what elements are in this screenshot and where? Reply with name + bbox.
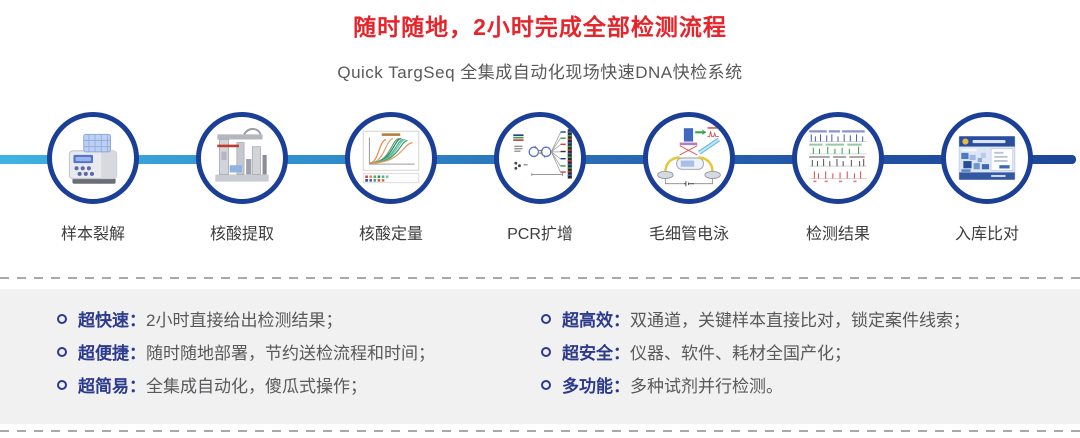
step-label: 核酸提取	[209, 226, 274, 243]
pcr-scheme-icon	[503, 121, 577, 195]
step-circle	[47, 112, 139, 204]
workflow-step-capillary-electrophoresis: 毛细管电泳	[629, 112, 749, 247]
step-label: 毛细管电泳	[648, 226, 729, 243]
dashed-divider-bottom	[0, 430, 1080, 432]
step-label: 核酸定量	[358, 226, 423, 243]
workflow-step-nucleic-acid-extraction: 核酸提取	[182, 112, 302, 247]
bullet-circle-icon	[57, 379, 67, 390]
page-subtitle: Quick TargSeq 全集成自动化现场快速DNA快检系统	[337, 63, 743, 82]
extraction-robot-icon	[205, 121, 279, 195]
feature-label: 超高效：	[562, 311, 630, 330]
feature-item-simple: 超简易： 全集成自动化，傻瓜式操作；	[57, 368, 435, 401]
step-circle	[196, 112, 288, 204]
feature-label: 超简易：	[78, 377, 146, 396]
step-label: 入库比对	[954, 226, 1019, 243]
step-label: PCR扩增	[507, 226, 573, 243]
step-circle	[494, 112, 586, 204]
step-label: 检测结果	[805, 226, 870, 243]
bullet-circle-icon	[541, 313, 551, 324]
step-label: 样本裂解	[60, 226, 125, 243]
thermal-mixer-icon	[56, 121, 130, 195]
workflow-step-nucleic-acid-quantification: 核酸定量	[331, 112, 451, 247]
database-software-icon	[950, 121, 1024, 195]
workflow-step-test-results: 检测结果	[778, 112, 898, 247]
page-title: 随时随地，2小时完成全部检测流程	[353, 14, 727, 40]
features-panel	[0, 289, 1080, 424]
feature-label: 超便捷：	[78, 344, 146, 363]
capillary-electrophoresis-icon	[652, 121, 726, 195]
feature-item-multifunction: 多功能： 多种试剂并行检测。	[541, 368, 970, 401]
feature-item-fast: 超快速： 2小时直接给出检测结果；	[57, 302, 435, 335]
feature-label: 超快速：	[78, 311, 146, 330]
feature-text: 2小时直接给出检测结果；	[146, 311, 343, 330]
electropherogram-icon	[801, 121, 875, 195]
step-circle	[643, 112, 735, 204]
features-column-right: 超高效： 双通道，关键样本直接比对，锁定案件线索； 超安全： 仪器、软件、耗材全…	[541, 302, 970, 401]
feature-text: 随时随地部署，节约送检流程和时间；	[146, 344, 435, 363]
workflow-step-database-matching: 入库比对	[927, 112, 1047, 247]
feature-text: 仪器、软件、耗材全国产化；	[630, 344, 851, 363]
step-circle	[345, 112, 437, 204]
step-circle	[792, 112, 884, 204]
bullet-circle-icon	[541, 346, 551, 357]
bullet-circle-icon	[57, 313, 67, 324]
feature-item-convenient: 超便捷： 随时随地部署，节约送检流程和时间；	[57, 335, 435, 368]
qpcr-amplification-plot-icon	[354, 121, 428, 195]
feature-label: 多功能：	[562, 377, 630, 396]
feature-text: 全集成自动化，傻瓜式操作；	[146, 377, 367, 396]
workflow-step-pcr-amplification: PCR扩增	[480, 112, 600, 247]
workflow-step-sample-lysis: 样本裂解	[33, 112, 153, 247]
features-column-left: 超快速： 2小时直接给出检测结果； 超便捷： 随时随地部署，节约送检流程和时间；…	[57, 302, 435, 401]
feature-text: 双通道，关键样本直接比对，锁定案件线索；	[630, 311, 970, 330]
feature-item-secure: 超安全： 仪器、软件、耗材全国产化；	[541, 335, 970, 368]
feature-text: 多种试剂并行检测。	[630, 377, 783, 396]
workflow-steps: 样本裂解 核酸	[0, 112, 1080, 247]
bullet-circle-icon	[541, 379, 551, 390]
feature-label: 超安全：	[562, 344, 630, 363]
dashed-divider-top	[0, 277, 1080, 279]
bullet-circle-icon	[57, 346, 67, 357]
feature-item-efficient: 超高效： 双通道，关键样本直接比对，锁定案件线索；	[541, 302, 970, 335]
step-circle	[941, 112, 1033, 204]
